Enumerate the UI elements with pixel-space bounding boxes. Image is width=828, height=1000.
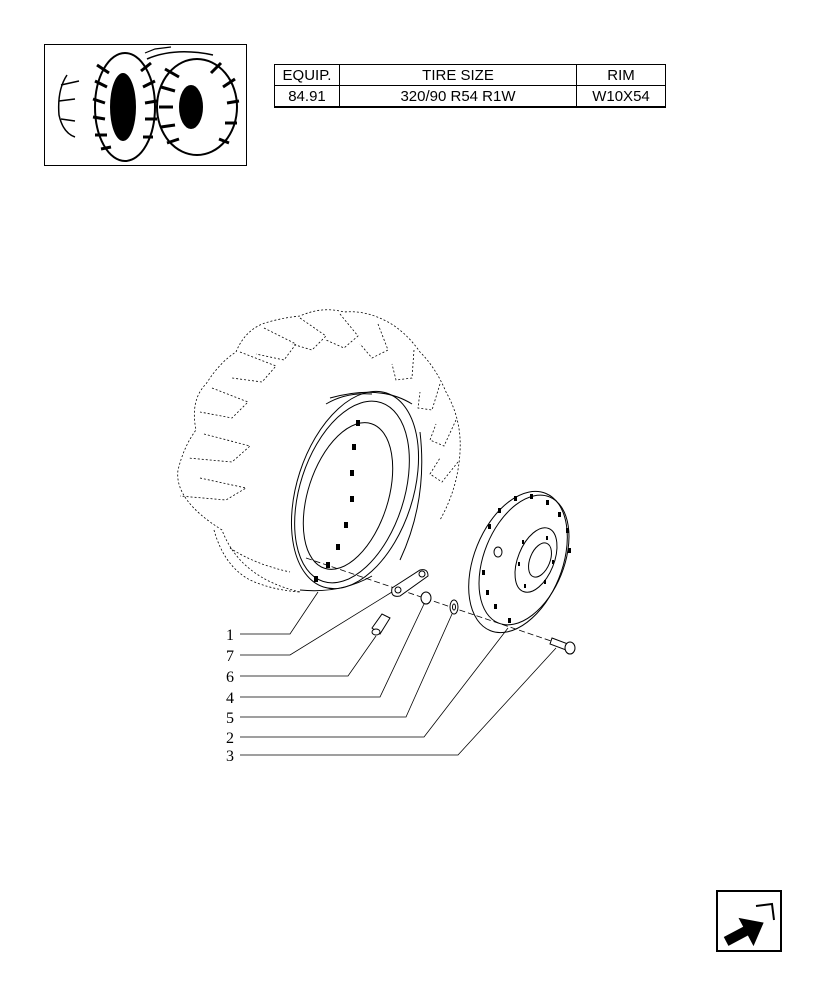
callout-6: 6 [226, 669, 234, 686]
cell-rim: W10X54 [576, 85, 666, 108]
cell-tire-size: 320/90 R54 R1W [339, 85, 577, 108]
spec-header-row: EQUIP. TIRE SIZE RIM [274, 64, 666, 86]
callout-labels: 1 7 6 4 5 2 3 [226, 627, 234, 765]
clamp [391, 569, 429, 597]
tractor-thumbnail [44, 44, 247, 166]
callout-4: 4 [226, 690, 234, 707]
rim [290, 390, 423, 592]
wheel-disc [468, 490, 571, 634]
tire-outline [177, 309, 461, 593]
bolt [549, 637, 576, 655]
leader-lines [240, 591, 557, 756]
header-equip: EQUIP. [274, 64, 340, 86]
cell-equip: 84.91 [274, 85, 340, 108]
arrow-next-page-icon [716, 890, 782, 952]
header-tire-size: TIRE SIZE [339, 64, 577, 86]
tractor-wheel-thumbnail-icon [57, 46, 240, 162]
callout-3: 3 [226, 748, 234, 765]
nut [420, 591, 432, 605]
callout-7: 7 [226, 648, 234, 665]
next-page-button[interactable] [716, 890, 782, 952]
header-rim: RIM [576, 64, 666, 86]
callout-5: 5 [226, 710, 234, 727]
assembly-axis [305, 557, 561, 645]
callout-1: 1 [226, 627, 234, 644]
washer [449, 599, 459, 615]
spec-data-row: 84.91 320/90 R54 R1W W10X54 [274, 85, 666, 108]
callout-2: 2 [226, 730, 234, 747]
valve [371, 613, 391, 636]
tire-spec-table: EQUIP. TIRE SIZE RIM 84.91 320/90 R54 R1… [274, 64, 666, 108]
